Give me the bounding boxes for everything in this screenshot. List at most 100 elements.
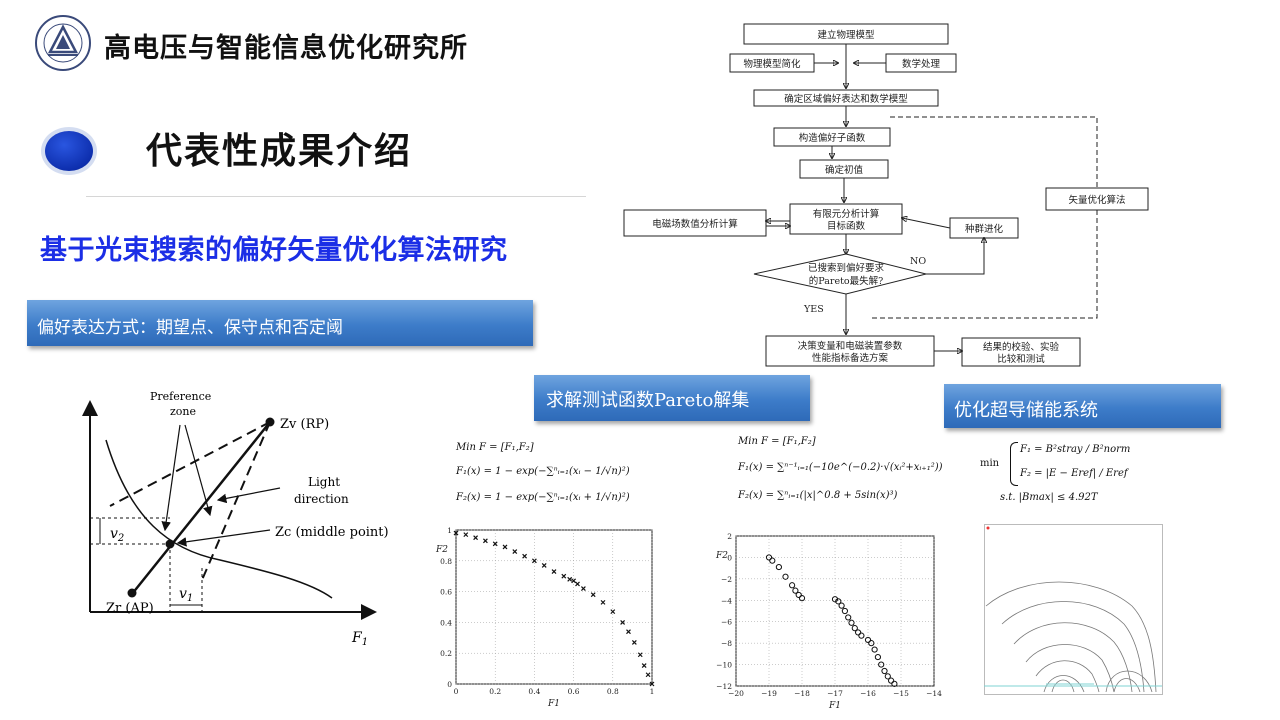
- x-tick-label: 0: [454, 687, 459, 696]
- eq-right-st: s.t. |Bmax| ≤ 4.92T: [1000, 492, 1098, 503]
- zr-label: Zr (AP): [106, 601, 154, 616]
- data-point: [561, 573, 567, 579]
- x-tick-label: −18: [794, 689, 810, 698]
- data-point: [600, 599, 606, 605]
- flow-text-fem: 有限元分析计算: [813, 208, 880, 220]
- y-tick-label: −10: [716, 661, 732, 670]
- flow-text-verify: 结果的校验、实验: [983, 341, 1060, 353]
- y-axis-label: F2: [715, 551, 728, 561]
- data-point: [835, 598, 842, 605]
- y-tick-label: 0: [447, 680, 452, 689]
- data-point: [502, 544, 508, 550]
- eq-left-f1: F₁(x) = 1 − exp(−∑ⁿᵢ₌₁(xᵢ − 1/√n)²): [456, 466, 630, 477]
- v2-label: v2: [110, 526, 124, 544]
- zv-label: Zv (RP): [280, 417, 329, 432]
- preference-zone-label-2: zone: [170, 405, 196, 418]
- data-point: [798, 595, 806, 602]
- smes-optimization-bar: 优化超导储能系统: [944, 384, 1221, 428]
- data-point: [765, 554, 773, 561]
- flow-text-vector-opt: 矢量优化算法: [1068, 194, 1125, 206]
- y-tick-label: 2: [727, 532, 732, 541]
- y-tick-label: 1: [447, 526, 452, 535]
- x-tick-label: −19: [761, 689, 777, 698]
- eq-right-f1: F₁ = B²stray / B²norm: [1020, 444, 1131, 455]
- data-point: [871, 646, 878, 653]
- data-point: [848, 619, 855, 626]
- y-tick-label: 0: [727, 553, 732, 562]
- data-point: [522, 553, 528, 559]
- preference-zone-label-1: Preference: [150, 390, 211, 403]
- data-point: [855, 629, 862, 636]
- magnetic-field-contour-plot: [984, 524, 1163, 695]
- flow-text-no: NO: [910, 256, 926, 267]
- x-tick-label: 0.6: [568, 687, 580, 696]
- data-point: [463, 532, 469, 538]
- y-tick-label: 0.6: [440, 588, 452, 597]
- data-point: [541, 562, 547, 568]
- eq-mid-f2: F₂(x) = ∑ⁿᵢ₌₁(|x|^0.8 + 5sin(x)³): [738, 490, 898, 501]
- y-tick-label: −12: [716, 682, 732, 691]
- data-point: [864, 636, 872, 644]
- algorithm-flowchart: 建立物理模型 物理模型简化 数学处理 确定区域偏好表达和数学模型 构造偏好子函数…: [623, 23, 1149, 367]
- eq-brace: [1010, 442, 1018, 486]
- x-tick-label: 0.8: [607, 687, 619, 696]
- data-point: [637, 652, 643, 658]
- data-point: [631, 639, 637, 645]
- y-tick-label: −4: [721, 596, 732, 605]
- data-point: [841, 607, 848, 615]
- eq-right-f2: F₂ = |E − Eref| / Eref: [1020, 468, 1128, 479]
- y-tick-label: 0.4: [440, 618, 452, 627]
- x-tick-label: −17: [827, 689, 843, 698]
- flow-text-objective: 目标函数: [827, 220, 866, 232]
- data-point: [531, 558, 537, 564]
- data-point: [769, 557, 776, 564]
- light-label-2: direction: [294, 492, 349, 506]
- data-point: [789, 582, 796, 589]
- v1-label: v1: [179, 586, 193, 604]
- flow-decision: [753, 253, 927, 295]
- data-point: [473, 535, 479, 541]
- light-label-1: Light: [308, 475, 340, 489]
- data-point: [482, 538, 488, 544]
- flow-text-decision-1: 已搜索到偏好要求: [808, 262, 885, 274]
- pareto-chart-2: −20−19−18−17−16−15−14−12−10−8−6−4−202F1F…: [715, 532, 942, 711]
- data-point: [575, 581, 580, 587]
- data-point: [512, 549, 518, 554]
- section-title: 代表性成果介绍: [146, 131, 413, 172]
- x-tick-label: −20: [728, 689, 744, 698]
- eq-mid-min: Min F = [F₁,F₂]: [738, 436, 816, 447]
- flow-text-build-model: 建立物理模型: [817, 29, 875, 41]
- data-point: [649, 681, 655, 687]
- data-point: [881, 667, 888, 675]
- data-point: [874, 653, 881, 661]
- flow-text-test: 比较和测试: [997, 353, 1045, 365]
- x-tick-label: −15: [893, 689, 909, 698]
- eq-left-f2: F₂(x) = 1 − exp(−∑ⁿᵢ₌₁(xᵢ + 1/√n)²): [456, 492, 630, 503]
- data-point: [590, 592, 596, 598]
- data-point: [838, 602, 845, 609]
- x-tick-label: 0.2: [489, 687, 501, 696]
- flow-text-yes: YES: [803, 304, 824, 315]
- x-tick-label: 0.4: [528, 687, 540, 696]
- x-tick-label: −16: [860, 689, 876, 698]
- preference-expression-bar: 偏好表达方式：期望点、保守点和否定阈: [27, 300, 533, 346]
- y-tick-label: 0.8: [440, 557, 452, 566]
- data-point: [620, 619, 626, 625]
- data-point: [551, 569, 557, 575]
- data-point: [845, 614, 852, 621]
- data-point: [888, 677, 895, 684]
- university-logo-icon: [35, 15, 91, 71]
- data-point: [795, 591, 802, 599]
- eq-mid-f1: F₁(x) = ∑ⁿ⁻¹ᵢ₌₁(−10e^(−0.2)·√(xᵢ²+xᵢ₊₁²)…: [738, 462, 943, 473]
- f1-axis-label: F1: [351, 630, 368, 648]
- y-axis-label: F2: [435, 545, 448, 555]
- data-point: [645, 672, 651, 678]
- section-bullet-icon: [41, 127, 97, 175]
- plot-frame: [455, 529, 653, 685]
- flow-text-region: 确定区域偏好表达和数学模型: [784, 93, 908, 105]
- data-point: [868, 640, 875, 647]
- pareto-solution-bar: 求解测试函数Pareto解集: [534, 375, 810, 421]
- x-axis-label: F1: [547, 699, 560, 709]
- eq-right-min: min: [980, 458, 1000, 469]
